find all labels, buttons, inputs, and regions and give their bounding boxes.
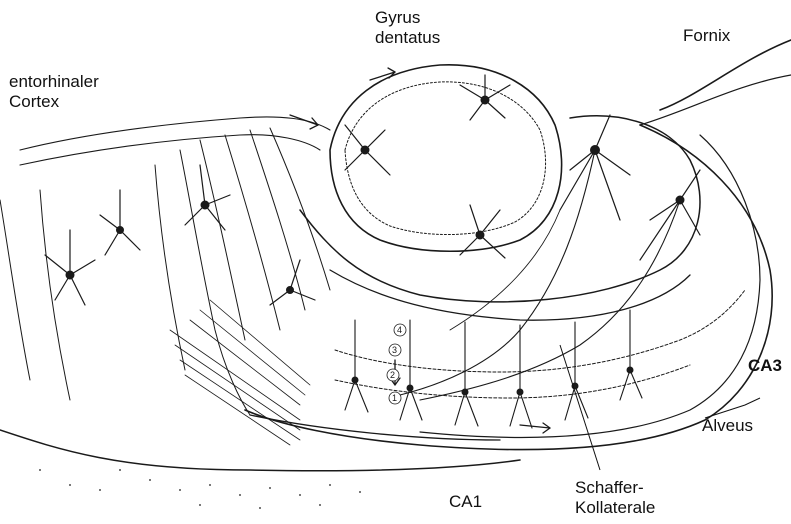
layer-marker: 4: [397, 325, 402, 335]
ammon-horn-inner: [330, 270, 690, 320]
layer-marker: 2: [390, 370, 395, 380]
label-gyrus-line2: dentatus: [375, 28, 440, 48]
label-gyrus: Gyrus dentatus: [375, 8, 440, 48]
ca3-pyramidal-neuron: [560, 115, 630, 220]
fibre-bundle-hatching: [170, 300, 310, 445]
label-entorhinal-line1: entorhinaler: [9, 72, 99, 92]
entorhinal-neuron: [270, 260, 315, 305]
label-fornix: Fornix: [683, 26, 730, 46]
dentate-gyrus-outline: [330, 65, 562, 251]
stipple: [39, 469, 361, 509]
label-schaffer-line1: Schaffer-: [575, 478, 655, 498]
label-schaffer: Schaffer- Kollaterale: [575, 478, 655, 518]
flow-arrow: [290, 68, 550, 433]
label-entorhinal-line2: Cortex: [9, 92, 99, 112]
schaffer-collateral: [400, 150, 595, 395]
lower-boundary: [0, 430, 520, 471]
dentate-granule-layer: [345, 82, 546, 235]
subiculum-arc: [250, 415, 500, 440]
layer-marker: 3: [392, 345, 397, 355]
label-ca1: CA1: [449, 492, 482, 512]
fornix-outline: [660, 40, 791, 110]
label-schaffer-line2: Kollaterale: [575, 498, 655, 518]
fornix-outline-inner: [640, 75, 791, 125]
ca1-pyramidal-layer-2: [335, 365, 690, 398]
label-gyrus-line1: Gyrus: [375, 8, 440, 28]
entorhinal-neuron: [45, 230, 95, 305]
ca3-pyramidal-neuron: [640, 170, 700, 260]
alveus-leader-line: [705, 398, 760, 418]
label-alveus: Alveus: [702, 416, 753, 436]
label-entorhinal: entorhinaler Cortex: [9, 72, 99, 112]
entorhinal-neuron: [185, 165, 230, 230]
label-ca3: CA3: [748, 356, 782, 376]
layer-marker: 1: [392, 393, 397, 403]
alveus-outer-curve: [245, 125, 772, 450]
entorhinal-neuron: [100, 190, 140, 255]
schaffer-collateral: [450, 210, 560, 330]
